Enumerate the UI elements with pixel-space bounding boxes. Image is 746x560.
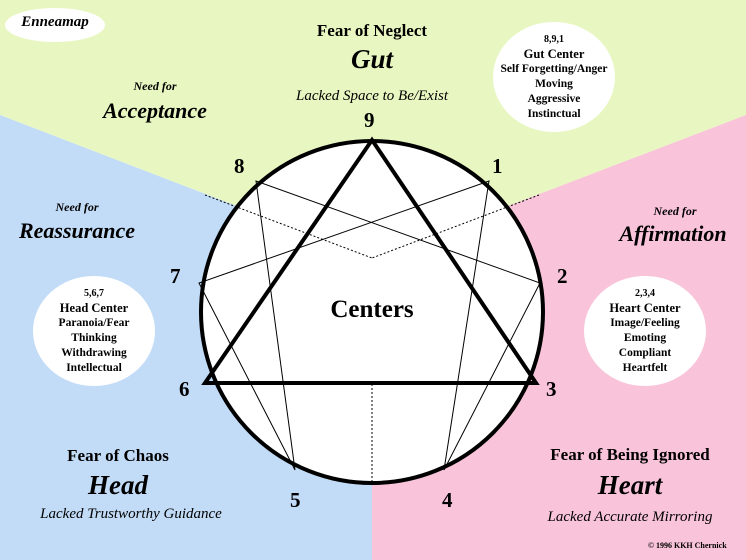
heart-bubble-title: Heart Center [609, 301, 681, 315]
gut-bubble-line: Instinctual [527, 108, 581, 120]
gut-fear: Fear of Neglect [316, 21, 428, 40]
need-acceptance-prefix: Need for [133, 79, 177, 93]
head-lacked: Lacked Trustworthy Guidance [40, 506, 222, 522]
heart-title: Heart [597, 470, 663, 500]
gut-center-bubble: 8,9,1 Gut Center Self Forgetting/Anger M… [493, 22, 615, 132]
heart-bubble-line: Image/Feeling [610, 317, 680, 329]
head-bubble-line: Thinking [71, 332, 117, 344]
need-reassurance-word: Reassurance [18, 218, 136, 243]
point-label-6: 6 [179, 377, 190, 401]
logo-text: Enneamap [21, 14, 89, 30]
head-bubble-line: Withdrawing [61, 347, 127, 359]
gut-bubble-line: Aggressive [527, 93, 581, 105]
center-title: Centers [330, 296, 414, 323]
point-label-2: 2 [557, 264, 568, 288]
heart-bubble-line: Compliant [618, 347, 672, 359]
heart-bubble-line: Emoting [623, 332, 667, 344]
point-label-1: 1 [492, 154, 503, 178]
head-title: Head [88, 470, 148, 500]
heart-bubble-numbers: 2,3,4 [635, 288, 655, 299]
gut-title: Gut [350, 44, 394, 74]
dotted-divider-right [371, 194, 540, 259]
heart-fear: Fear of Being Ignored [550, 445, 710, 464]
heart-center-bubble: 2,3,4 Heart Center Image/Feeling Emoting… [584, 276, 706, 386]
gut-bubble-line: Self Forgetting/Anger [500, 63, 608, 75]
need-affirmation-word: Affirmation [619, 221, 727, 246]
point-label-9: 9 [364, 108, 375, 132]
head-fear: Fear of Chaos [67, 446, 169, 465]
point-label-7: 7 [170, 264, 181, 288]
need-reassurance-prefix: Need for [55, 200, 99, 214]
hexad-lines [198, 180, 541, 471]
head-bubble-title: Head Center [59, 301, 129, 315]
gut-lacked: Lacked Space to Be/Exist [295, 88, 449, 104]
point-label-5: 5 [290, 488, 301, 512]
head-bubble-numbers: 5,6,7 [84, 288, 104, 299]
point-label-4: 4 [442, 488, 453, 512]
logo-ellipse [5, 8, 105, 42]
dotted-divider-left [204, 194, 373, 259]
center-triangle [201, 136, 540, 385]
gut-bubble-title: Gut Center [523, 47, 585, 61]
heart-lacked: Lacked Accurate Mirroring [547, 509, 713, 525]
need-acceptance-word: Acceptance [103, 98, 207, 123]
head-center-bubble: 5,6,7 Head Center Paranoia/Fear Thinking… [33, 276, 155, 386]
gut-bubble-numbers: 8,9,1 [544, 34, 564, 45]
head-bubble-line: Paranoia/Fear [58, 317, 130, 329]
heart-bubble-line: Heartfelt [622, 362, 668, 374]
need-affirmation-prefix: Need for [653, 204, 697, 218]
copyright: © 1996 KKH Chernick [648, 541, 727, 550]
head-bubble-line: Intellectual [66, 362, 122, 374]
gut-bubble-line: Moving [535, 78, 573, 90]
point-label-3: 3 [546, 377, 557, 401]
point-label-8: 8 [234, 154, 245, 178]
